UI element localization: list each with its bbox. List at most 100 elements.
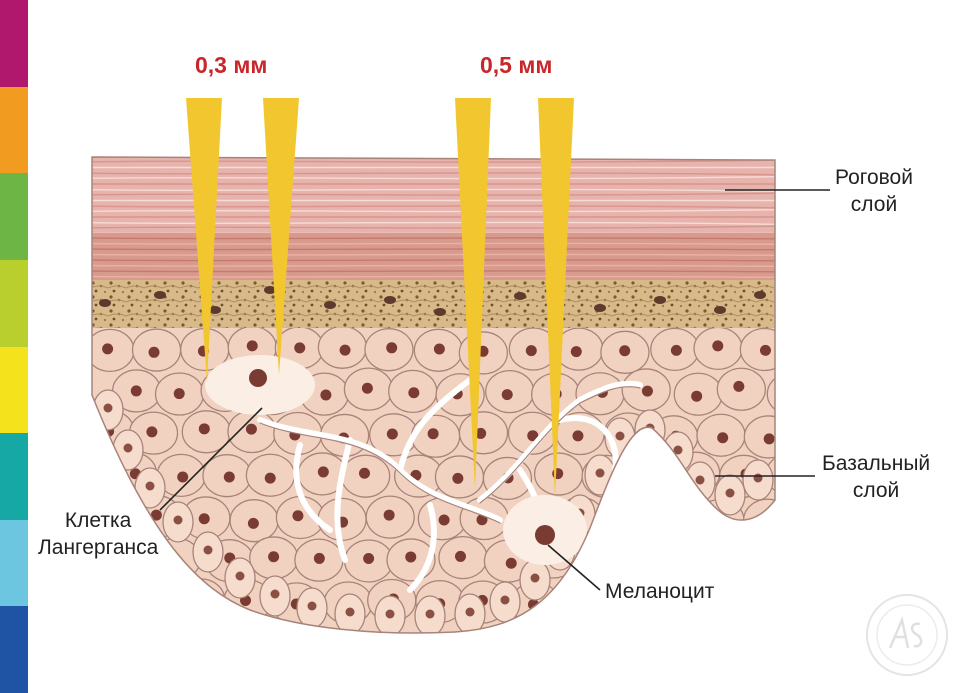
cell-nucleus [788,386,799,397]
cell-nucleus [405,551,417,563]
cell-nucleus [733,380,745,392]
cell-nucleus [294,342,306,354]
cell-nucleus [717,432,729,444]
cell-nucleus [670,344,682,356]
lucid-fiber [92,242,775,246]
epidermis-cell [581,539,631,584]
horny-fiber [92,175,775,180]
needle-2 [263,98,299,375]
horny-fiber [92,205,775,209]
granular-nucleus [514,292,526,300]
granular-nucleus [754,291,766,299]
basal-nucleus [123,443,133,453]
cell-nucleus [268,551,280,563]
epidermis-cell [151,537,202,581]
epidermis-cell [621,537,671,581]
epidermis-cell [720,536,770,580]
cell-nucleus [386,428,398,440]
basal-nucleus [695,475,705,485]
needle-1 [186,98,222,382]
epidermis-cell [765,452,775,496]
basal-nucleus [615,431,625,441]
color-strip-segment [0,519,28,607]
melanocyte-nucleus [535,525,555,545]
cell-nucleus [313,552,325,564]
basal-nucleus [203,545,213,555]
epidermis-cell [625,452,675,497]
cell-nucleus [386,342,398,354]
epidermis-cell [604,497,655,542]
basal-nucleus [145,481,155,491]
langerhans-nucleus [249,369,267,387]
cell-nucleus [317,466,329,478]
cell-nucleus [600,558,612,570]
horny-fiber [92,225,775,229]
label-basal-line1: Базальный [822,452,931,475]
epidermis-cell [673,537,723,581]
cell-nucleus [433,343,445,355]
cell-nucleus [691,556,703,568]
cell-nucleus [525,345,537,357]
cell-nucleus [691,390,703,402]
label-melanocyte: Меланоцит [605,580,715,603]
cell-nucleus [666,509,678,521]
cell-nucleus [427,428,439,440]
cell-nucleus [454,550,466,562]
langerhans-dendrites [257,377,643,593]
basal-nucleus [235,571,245,581]
granular-nucleus [714,306,726,314]
color-strip-segment [0,346,28,434]
microneedles [186,98,574,498]
lucid-fiber [92,264,775,268]
label-langerhans-cell: Клетка Лангерганса [38,507,158,561]
cell-nucleus [177,471,189,483]
cell-nucleus [363,553,375,565]
cell-nucleus [641,550,653,562]
color-strip-segment [0,606,28,693]
cell-nucleus [759,344,771,356]
horny-fiber [92,159,775,163]
lucid-fiber [92,237,775,240]
cell-nucleus [501,389,513,401]
cell-nucleus [641,385,653,397]
cell-nucleus [150,509,162,521]
epidermis-cell [176,578,226,622]
cell-nucleus [763,595,775,607]
needle-3 [455,98,491,490]
horny-fiber [92,188,775,193]
label-basal-line2: слой [852,479,900,502]
cell-nucleus [475,427,487,439]
leader-melanocyte [547,544,601,591]
horny-fiber [92,192,775,196]
cell-nucleus [223,471,235,483]
color-strip-segment [0,86,28,174]
granular-nucleus [594,304,606,312]
cell-nucleus [100,595,112,607]
cell-nucleus [169,556,181,568]
cell-nucleus [527,430,539,442]
cell-nucleus [198,423,210,435]
cell-nucleus [643,469,655,481]
cell-nucleus [624,514,636,526]
granular-nucleus [654,296,666,304]
cell-nucleus [383,509,395,521]
label-langerhans-line2: Лангерганса [38,536,159,559]
lucid-layer [92,233,775,283]
depth-label-0-5: 0,5 мм [480,52,553,78]
basal-nucleus [595,468,605,478]
basal-nucleus [345,607,355,617]
basal-nucleus [673,445,683,455]
cell-nucleus [264,472,276,484]
leader-langerhans [159,407,263,511]
epidermis-cell [742,498,775,542]
cell-nucleus [761,512,773,524]
basal-nucleus [530,573,540,583]
tissue-layers [92,157,799,634]
lucid-fiber [92,248,775,251]
granular-layer [92,280,775,328]
cell-nucleus [149,598,161,610]
cell-nucleus [779,552,790,563]
lucid-fiber [92,253,775,257]
label-basal-layer: Базальный слой [822,450,930,504]
label-horny-layer: Роговой слой [835,164,913,218]
